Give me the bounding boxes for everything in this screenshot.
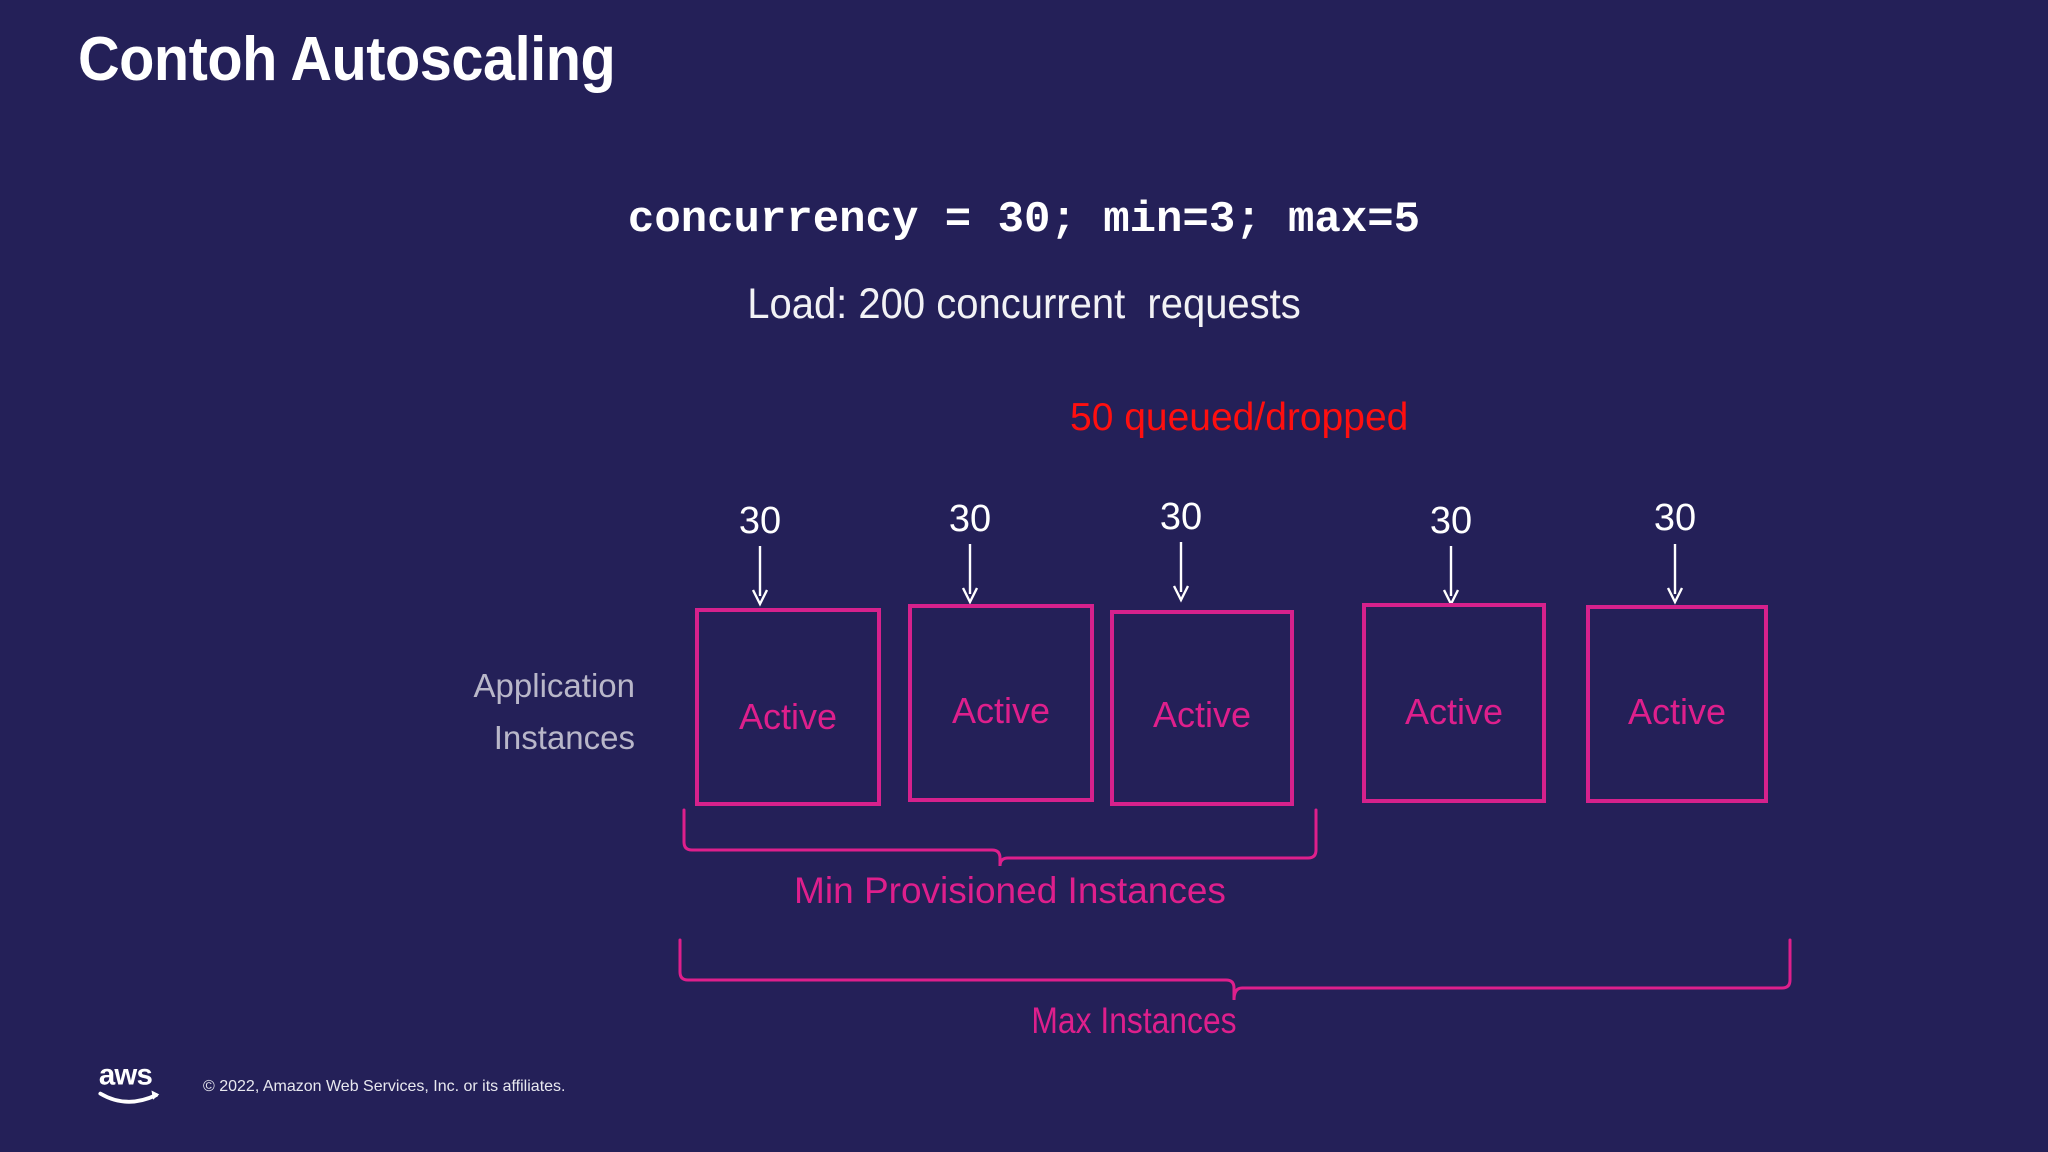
- application-instances-label-line1: Application: [473, 667, 635, 704]
- instance-box-3[interactable]: Active: [1110, 610, 1294, 806]
- instance-state-4: Active: [1404, 691, 1504, 732]
- copyright-text: © 2022, Amazon Web Services, Inc. or its…: [203, 1078, 566, 1095]
- instance-state-5: Active: [1627, 691, 1727, 732]
- instance-state-3: Active: [1152, 694, 1252, 735]
- instance-box-1[interactable]: Active: [695, 608, 881, 806]
- svg-text:aws: aws: [99, 1058, 153, 1091]
- request-count-2: 30: [948, 498, 992, 540]
- application-instances-label: Application Instances: [330, 660, 635, 764]
- page-title: Contoh Autoscaling: [78, 25, 616, 94]
- request-count-3: 30: [1159, 496, 1203, 538]
- queued-dropped-label: 50 queued/dropped: [1070, 396, 1409, 439]
- instance-state-2: Active: [951, 690, 1051, 731]
- request-arrow-5: [1666, 544, 1684, 605]
- aws-logo-icon: aws: [98, 1058, 160, 1104]
- max-instances-caption: Max Instances: [1031, 1000, 1237, 1041]
- request-count-4: 30: [1429, 500, 1473, 542]
- request-count-5: 30: [1653, 497, 1697, 539]
- request-arrow-2: [961, 544, 979, 605]
- request-arrow-1: [751, 546, 769, 607]
- concurrency-config-text: concurrency = 30; min=3; max=5: [627, 195, 1421, 245]
- min-instances-caption: Min Provisioned Instances: [794, 870, 1226, 911]
- instance-box-2[interactable]: Active: [908, 604, 1094, 802]
- request-arrow-4: [1442, 546, 1460, 607]
- instance-box-4[interactable]: Active: [1362, 603, 1546, 803]
- request-count-1: 30: [738, 500, 782, 542]
- instance-state-1: Active: [738, 696, 838, 737]
- max-instances-bracket: [678, 938, 1792, 1001]
- min-instances-bracket: [682, 808, 1318, 867]
- application-instances-label-line2: Instances: [493, 719, 635, 756]
- instance-box-5[interactable]: Active: [1586, 605, 1768, 803]
- load-description-text: Load: 200 concurrent requests: [747, 280, 1301, 328]
- request-arrow-3: [1172, 542, 1190, 603]
